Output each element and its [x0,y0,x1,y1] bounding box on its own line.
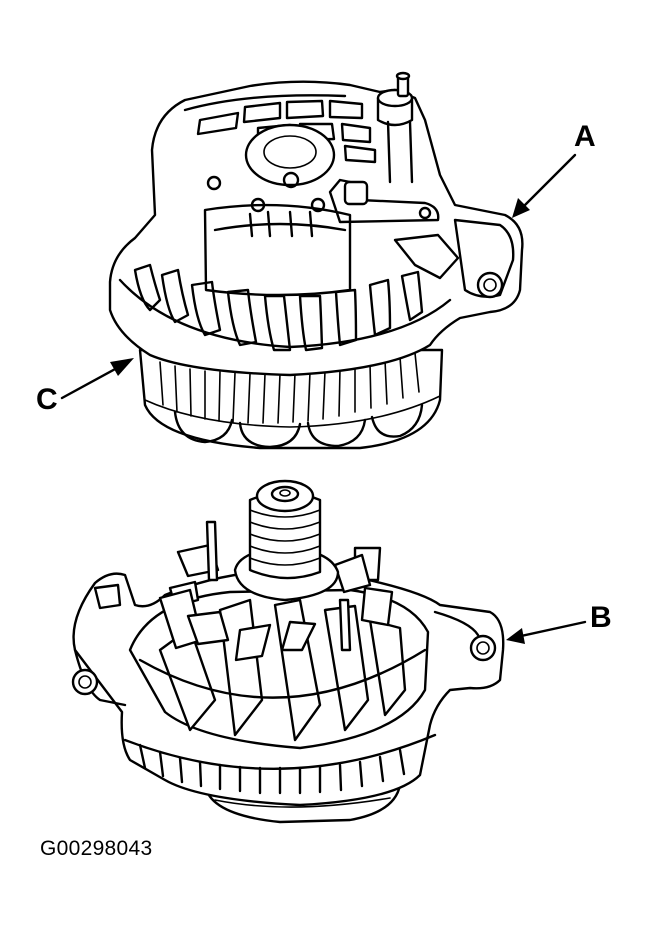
arrow-a-head [512,198,530,218]
callout-label-a: A [574,120,596,153]
terminal-stud [376,71,414,184]
callout-arrows [60,153,587,644]
rear-housing-assembly [71,479,505,824]
arrow-c-head [110,358,134,376]
arrow-b-head [506,628,525,644]
callout-label-b: B [590,601,612,634]
arrow-b [510,620,587,640]
callout-label-c: C [36,383,58,416]
front-housing-assembly [108,71,524,450]
arrow-a [516,153,577,214]
figure-id: G00298043 [40,837,153,860]
